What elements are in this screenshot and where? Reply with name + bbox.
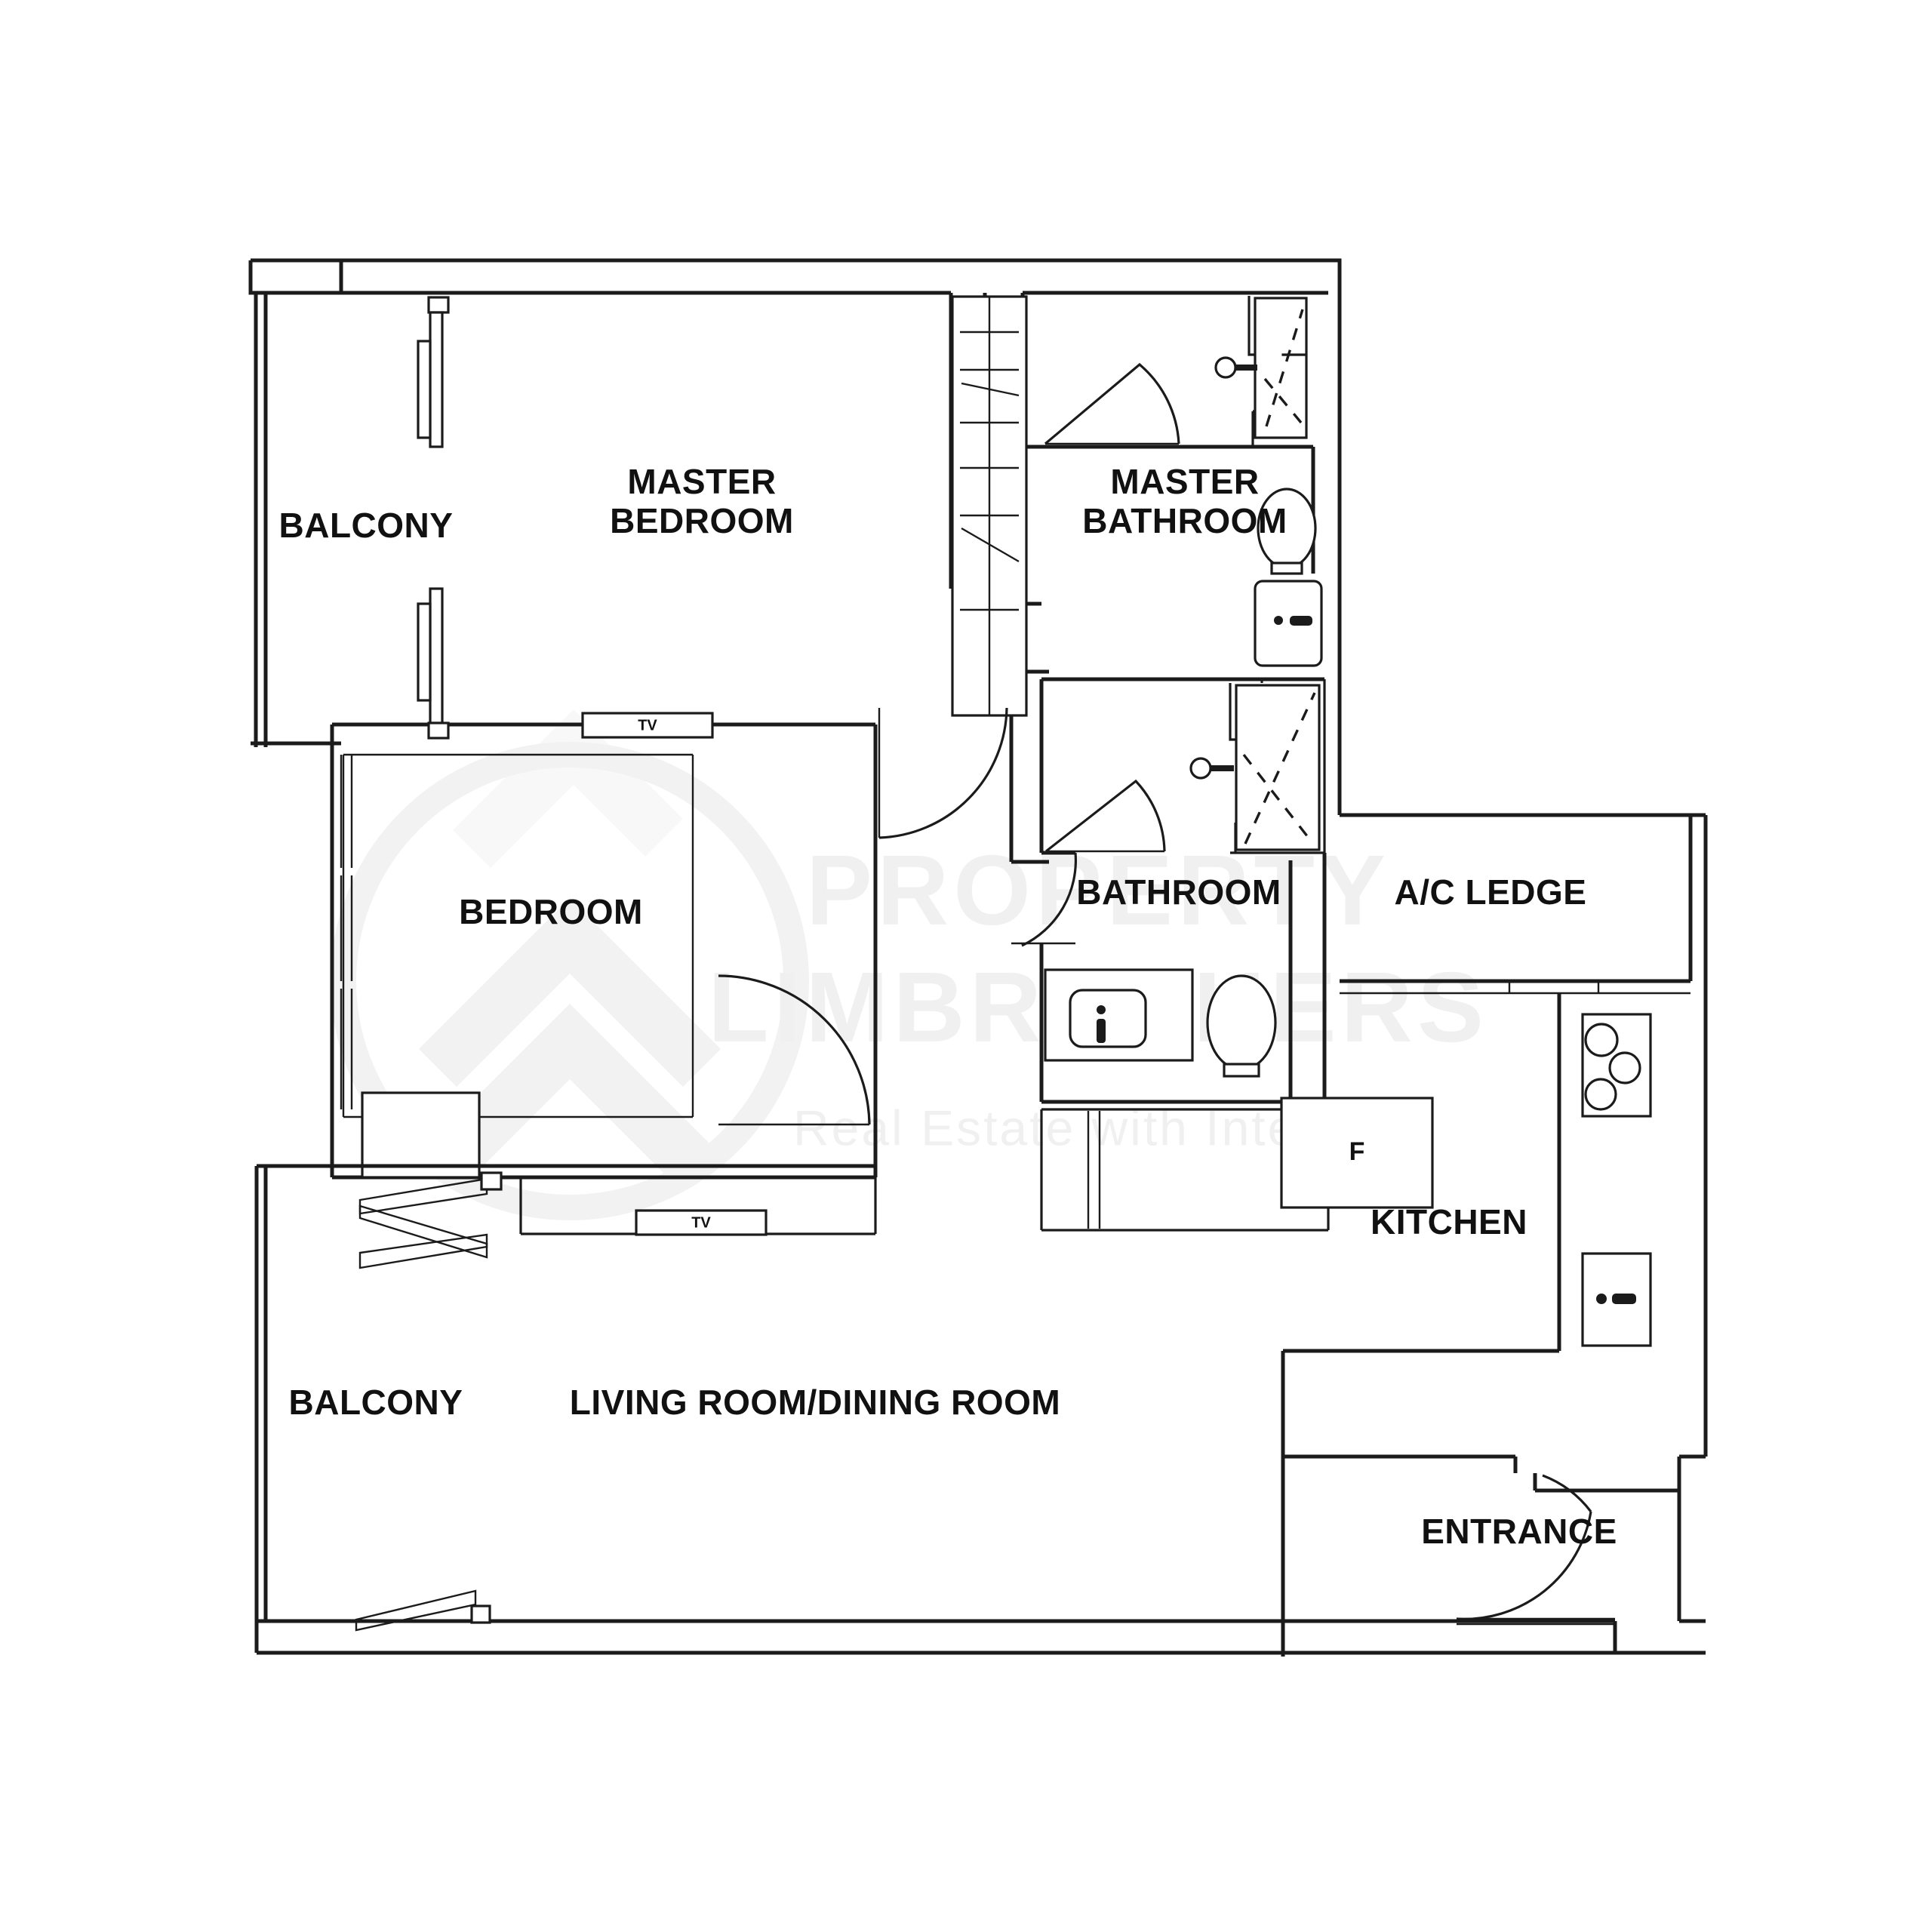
room-labels-group: BALCONY MASTER BEDROOM MASTER BATHROOM B… <box>279 462 1617 1551</box>
room-label-kitchen: KITCHEN <box>1371 1202 1527 1241</box>
shower-icon <box>1254 297 1308 439</box>
door-swing-icon <box>1044 362 1180 445</box>
sliding-door-icon <box>417 296 450 448</box>
shower-icon <box>1235 684 1321 851</box>
tv-icon: TV <box>581 712 714 739</box>
sliding-door-icon <box>355 1589 491 1632</box>
sink-icon <box>1581 1252 1652 1347</box>
room-label-balcony-bottom: BALCONY <box>289 1383 463 1422</box>
structural-walls <box>248 258 1708 1657</box>
tv-label-living-room: TV <box>691 1214 711 1231</box>
toilet-icon <box>1206 974 1277 1078</box>
room-label-master-bathroom-line2: BATHROOM <box>1082 501 1287 540</box>
fridge-label: F <box>1349 1137 1365 1166</box>
room-label-ac-ledge: A/C LEDGE <box>1395 872 1587 912</box>
stove-icon <box>1581 1013 1652 1118</box>
sliding-doors-group <box>417 296 450 740</box>
room-label-bedroom: BEDROOM <box>459 892 643 931</box>
tap-icon <box>1214 356 1257 379</box>
tap-icon <box>1189 757 1234 780</box>
room-label-master-bedroom-line2: BEDROOM <box>610 501 794 540</box>
room-label-balcony-top: BALCONY <box>279 506 454 545</box>
sliding-door-icon <box>417 587 450 740</box>
room-label-entrance: ENTRANCE <box>1421 1512 1617 1551</box>
wardrobe-icon <box>951 295 1028 717</box>
toilet-icon <box>1257 488 1317 575</box>
room-label-master-bathroom-line1: MASTER <box>1110 462 1259 501</box>
sink-icon <box>1254 580 1323 667</box>
door-swing-icon <box>878 707 1008 839</box>
fridge-icon: F <box>1280 1097 1434 1209</box>
folding-door-icon <box>358 1171 503 1269</box>
door-swing-icon <box>1456 1474 1615 1626</box>
sink-icon <box>1044 968 1194 1062</box>
door-swing-icon <box>1045 779 1166 853</box>
room-label-bathroom: BATHROOM <box>1076 872 1281 912</box>
tv-icon: TV <box>635 1209 768 1236</box>
door-swings-group <box>718 362 1615 1626</box>
room-label-master-bedroom-line1: MASTER <box>627 462 776 501</box>
door-swing-icon <box>718 974 871 1126</box>
door-swing-icon <box>1011 852 1078 947</box>
room-label-living-dining: LIVING ROOM/DINING ROOM <box>570 1383 1060 1422</box>
tv-label-master-bedroom: TV <box>638 717 657 734</box>
